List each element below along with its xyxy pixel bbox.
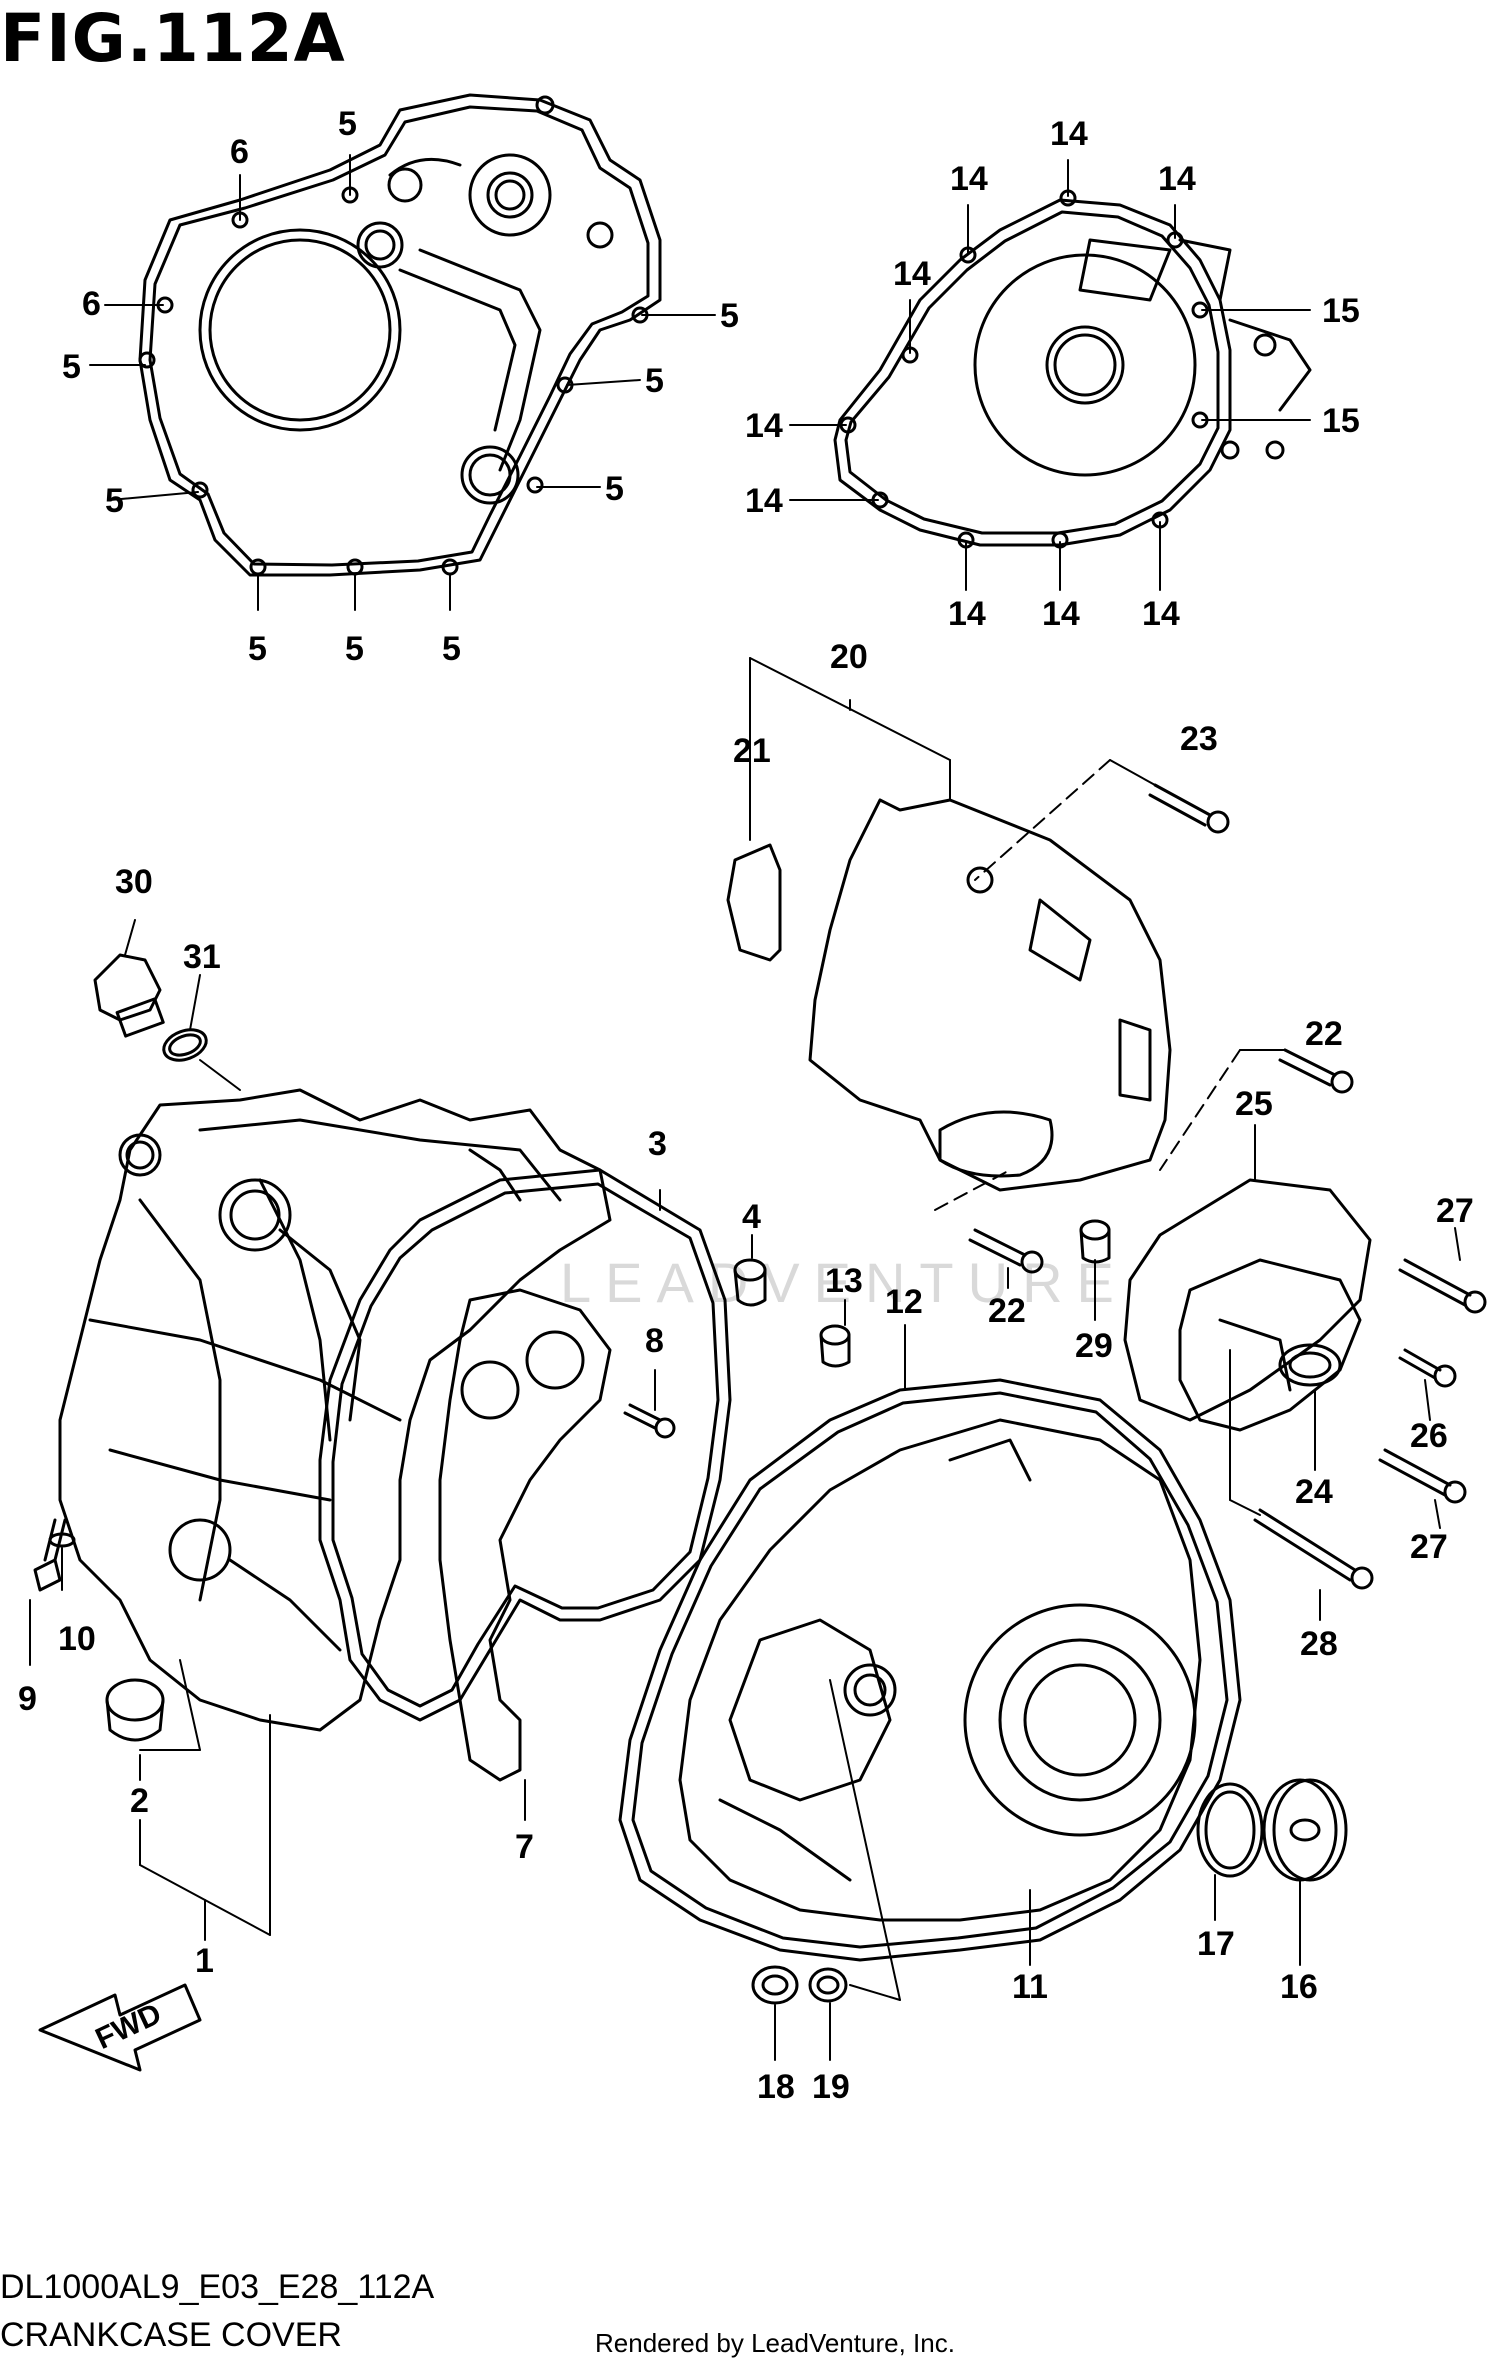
callout-labels: 5 6 6 5 5 5 5 5 5 5 5 14 14 14 14 14 14 … xyxy=(18,105,1474,2106)
callout-10: 10 xyxy=(58,1620,96,1658)
callout-5-bottom-3: 5 xyxy=(442,630,461,668)
part-28-bolt xyxy=(1253,1508,1374,1590)
part-22-bolt-upper xyxy=(1278,1048,1354,1094)
part-19-washer xyxy=(808,1967,848,2003)
callout-2: 2 xyxy=(130,1782,149,1820)
part-27-bolt-lower xyxy=(1378,1448,1467,1504)
part-27-bolt-upper xyxy=(1398,1258,1487,1314)
callout-5-right-upper: 5 xyxy=(720,297,739,335)
callout-11: 11 xyxy=(1012,1968,1048,2006)
callout-14-bottom-1: 14 xyxy=(948,595,986,633)
part-18-plug xyxy=(751,1965,799,2005)
callout-27-lower: 27 xyxy=(1410,1528,1448,1566)
callout-5-left-lower: 5 xyxy=(105,482,124,520)
callout-31: 31 xyxy=(183,938,221,976)
part-25-gasket xyxy=(1123,1178,1372,1422)
generator-cover-gasket-view xyxy=(833,189,1312,549)
callout-7: 7 xyxy=(515,1828,534,1866)
callout-20: 20 xyxy=(830,638,868,676)
callout-6-top: 6 xyxy=(230,133,249,171)
callout-3: 3 xyxy=(648,1125,667,1163)
part-17-o-ring xyxy=(1196,1782,1264,1878)
figure-name: CRANKCASE COVER xyxy=(0,2316,342,2354)
part-4-dowel xyxy=(733,1258,767,1307)
part-23-bolt xyxy=(1148,783,1230,834)
callout-15-upper: 15 xyxy=(1322,292,1360,330)
callout-13: 13 xyxy=(825,1262,863,1300)
callout-18: 18 xyxy=(757,2068,795,2106)
callout-22-upper: 22 xyxy=(1305,1015,1343,1053)
callout-14-top: 14 xyxy=(1050,115,1088,153)
part-21-pad xyxy=(726,843,782,962)
callout-14-left-upper: 14 xyxy=(893,255,931,293)
callout-28: 28 xyxy=(1300,1625,1338,1663)
callout-14-bottom-3: 14 xyxy=(1142,595,1180,633)
callout-21: 21 xyxy=(733,732,771,770)
part-22-bolt-lower xyxy=(968,1228,1044,1274)
part-12-gasket xyxy=(618,1378,1242,1962)
clutch-cover-gasket-view xyxy=(138,93,662,577)
callout-30: 30 xyxy=(115,863,153,901)
part-9-bolt xyxy=(33,1518,67,1592)
part-20-cover-protector xyxy=(808,798,1172,1192)
part-1-crankcase xyxy=(58,1088,612,1732)
callout-4: 4 xyxy=(742,1198,761,1236)
part-24-water-pump-cover xyxy=(1178,1258,1362,1432)
figure-title: FIG.112A xyxy=(0,0,346,77)
model-code: DL1000AL9_E03_E28_112A xyxy=(0,2268,435,2306)
part-29-dowel xyxy=(1079,1219,1111,1264)
part-30-oil-filler-cap xyxy=(93,953,165,1038)
part-26-bolt xyxy=(1398,1348,1457,1388)
callout-8: 8 xyxy=(645,1322,664,1360)
part-7-plate xyxy=(438,1288,612,1782)
callout-5-right-lower: 5 xyxy=(605,470,624,508)
callout-23: 23 xyxy=(1180,720,1218,758)
callout-22-lower: 22 xyxy=(988,1292,1026,1330)
fwd-arrow xyxy=(38,1983,202,2072)
callout-19: 19 xyxy=(812,2068,850,2106)
part-16-plug xyxy=(1262,1778,1348,1882)
callout-14-top-right: 14 xyxy=(1158,160,1196,198)
part-31-o-ring xyxy=(162,1028,208,1062)
callout-12: 12 xyxy=(885,1283,923,1321)
callout-14-left-lower: 14 xyxy=(745,482,783,520)
callout-16: 16 xyxy=(1280,1968,1318,2006)
callout-1: 1 xyxy=(195,1942,214,1980)
callout-5-left-upper: 5 xyxy=(62,348,81,386)
leader-lines xyxy=(29,154,1461,2061)
callout-25: 25 xyxy=(1235,1085,1273,1123)
callout-17: 17 xyxy=(1197,1925,1235,1963)
part-11-generator-cover xyxy=(678,1418,1202,1922)
callout-27-upper: 27 xyxy=(1436,1192,1474,1230)
render-credit: Rendered by LeadVenture, Inc. xyxy=(595,2328,955,2358)
callout-5-top: 5 xyxy=(338,105,357,143)
callout-5-right-mid: 5 xyxy=(645,362,664,400)
callout-9: 9 xyxy=(18,1680,37,1718)
callout-6-left: 6 xyxy=(82,285,101,323)
callout-15-lower: 15 xyxy=(1322,402,1360,440)
callout-14-left-mid: 14 xyxy=(745,407,783,445)
callout-24: 24 xyxy=(1295,1473,1333,1511)
part-3-gasket xyxy=(318,1168,732,1722)
callout-29: 29 xyxy=(1075,1327,1113,1365)
part-13-dowel xyxy=(819,1324,851,1368)
part-8-bolt xyxy=(623,1403,676,1439)
callout-26: 26 xyxy=(1410,1417,1448,1455)
part-10-washer xyxy=(48,1532,76,1548)
fwd-label: FWD xyxy=(91,1997,167,2056)
callout-5-bottom-1: 5 xyxy=(248,630,267,668)
part-2-plug xyxy=(105,1678,165,1742)
callout-14-bottom-2: 14 xyxy=(1042,595,1080,633)
callout-5-bottom-2: 5 xyxy=(345,630,364,668)
callout-14-top-left: 14 xyxy=(950,160,988,198)
